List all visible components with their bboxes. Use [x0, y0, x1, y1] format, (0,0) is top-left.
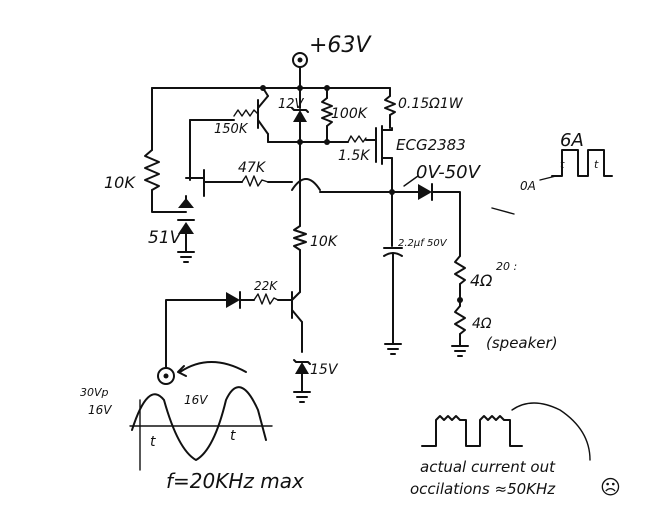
osc-line1: actual current out — [420, 458, 556, 476]
output-stage: 2.2µf 50V 0V-50V — [383, 162, 482, 355]
ratio-label: 20 : — [496, 260, 517, 273]
load-resistors: 4Ω 4Ω (speaker) 20 : — [451, 207, 558, 357]
speaker-label: (speaker) — [486, 334, 558, 352]
npn-transistor — [291, 291, 303, 353]
osc-line2: occilations ≈50KHz — [410, 480, 556, 498]
gate-rail: 1.5K — [267, 135, 377, 164]
r-150k: 150K — [189, 109, 259, 181]
mosfet: ECG2383 — [375, 125, 466, 193]
r-sense-label: 0.15Ω1W — [398, 96, 464, 112]
pulse-waveform: 6A 0A t t — [520, 130, 613, 193]
pnp-transistor — [257, 87, 269, 143]
wave-t1-label: t — [150, 434, 156, 450]
speaker-res-label: 4Ω — [472, 316, 492, 332]
feedback-line: 47K — [203, 160, 393, 193]
zener-12v-label: 12V — [278, 97, 305, 112]
oscillation-waveform: actual current out occilations ≈50KHz ☹ — [410, 402, 621, 499]
r-100k: 100K — [321, 87, 369, 143]
wave-30vp-label: 30Vp — [80, 386, 109, 399]
pulse-t1: t — [560, 158, 565, 171]
r-100k-label: 100K — [331, 106, 369, 122]
left-10k-resistor: 10K — [104, 87, 187, 213]
r-150k-label: 150K — [214, 122, 249, 137]
zener-15v-label: 15V — [310, 362, 339, 378]
r-10k-mid-label: 10K — [310, 234, 339, 250]
pulse-high-label: 6A — [560, 130, 584, 151]
freq-label: f=20KHz max — [166, 469, 304, 493]
zener-12v: 12V — [278, 87, 309, 143]
pulse-low-label: 0A — [520, 179, 536, 193]
zener-51v-stack: 51V — [148, 169, 205, 263]
cap-label: 2.2µf 50V — [398, 238, 448, 249]
zener-51v-label: 51V — [148, 228, 183, 248]
pulse-t2: t — [594, 158, 599, 171]
wave-t2-label: t — [230, 428, 236, 444]
wave-16v-left: 16V — [88, 403, 112, 417]
load-res-label: 4Ω — [470, 271, 493, 290]
supply-label: +63V — [309, 33, 372, 58]
top-rail — [151, 85, 391, 91]
input-terminal — [157, 361, 247, 385]
wave-16v-right: 16V — [184, 393, 208, 407]
supply-terminal: +63V — [292, 33, 372, 89]
r-22k-label: 22K — [254, 279, 278, 293]
r-1-5k-label: 1.5K — [338, 148, 371, 164]
r-sense: 0.15Ω1W — [384, 87, 464, 129]
mosfet-label: ECG2383 — [396, 136, 466, 154]
r-47k-label: 47K — [238, 160, 267, 176]
r-10k-left-label: 10K — [104, 173, 136, 192]
sine-waveform: 30Vp 16V 16V t t f=20KHz max — [80, 386, 304, 493]
input-network: 22K — [165, 279, 293, 369]
r-10k-mid: 10K — [293, 141, 339, 293]
sad-face-icon: ☹ — [600, 475, 621, 499]
zener-15v: 15V — [293, 359, 339, 403]
output-range-label: 0V-50V — [416, 162, 482, 183]
